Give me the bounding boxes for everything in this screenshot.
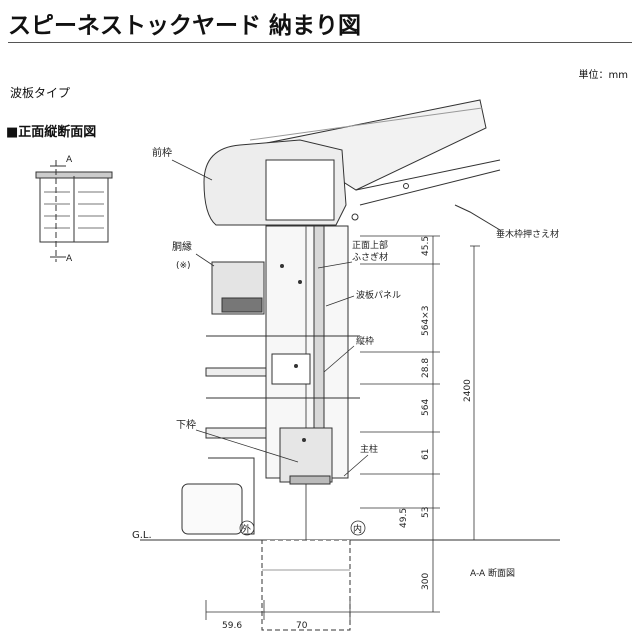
foundation [261, 539, 351, 631]
page-title: スピーネストックヤード 納まり図 [8, 13, 362, 39]
roof-ribs [249, 107, 483, 141]
rafter-clip-leader [454, 204, 501, 231]
label-lower-frame: 下枠 [176, 418, 196, 431]
screw-detail-2 [403, 183, 409, 189]
dim-2400: 2400 [463, 379, 473, 402]
keymap-marker-top: A [66, 155, 73, 165]
bolts [280, 264, 306, 442]
dimension-lines [205, 235, 480, 620]
leader-panel [325, 295, 355, 307]
rail-1-bar [205, 367, 267, 377]
dim-28-8: 28.8 [421, 358, 431, 378]
front-frame-inner [265, 159, 335, 221]
label-vertical-frame: 縦枠 [356, 335, 374, 347]
rafter-line [355, 159, 501, 191]
drain-elbow [181, 483, 243, 535]
dim-70: 70 [296, 621, 308, 631]
leader-vframe [323, 345, 355, 373]
label-front-frame: 前枠 [152, 146, 172, 159]
dim-300: 300 [421, 573, 431, 590]
label-rafter-clip: 垂木枠押さえ材 [496, 228, 559, 240]
label-note-mark: (※) [176, 261, 191, 271]
drain-pipe [208, 457, 255, 535]
leader-lower-frame [195, 429, 299, 463]
leader-body-edge [195, 253, 215, 267]
title-divider [8, 42, 632, 43]
dim-49-5: 49.5 [399, 508, 409, 528]
label-main-post: 主柱 [360, 443, 378, 455]
keymap [35, 160, 113, 262]
dim-45-5: 45.5 [421, 236, 431, 256]
label-outside: 外 [242, 523, 251, 535]
lower-frame-base [289, 475, 331, 485]
vertical-frame [271, 353, 311, 385]
label-corrugated-panel: 波板パネル [356, 289, 401, 301]
rail-2-bar [205, 427, 267, 439]
label-front-top-cover-2: ふさぎ材 [352, 251, 388, 263]
lower-frame [279, 427, 333, 483]
outside-mark [239, 520, 255, 536]
label-section-name: A-A 断面図 [470, 567, 515, 579]
leader-top-cover [317, 261, 353, 269]
dim-59-6: 59.6 [222, 621, 242, 631]
label-front-top-cover-1: 正面上部 [352, 239, 388, 251]
dim-53: 53 [421, 507, 431, 518]
inside-mark [350, 520, 366, 536]
label-gl: G.L. [132, 530, 152, 541]
unit-label: 単位：mm [578, 70, 628, 81]
section-heading: ■正面縦断面図 [6, 125, 97, 140]
section-drawing [140, 99, 560, 631]
type-subtitle: 波板タイプ [10, 86, 71, 100]
leaders [171, 159, 369, 477]
dim-61: 61 [421, 449, 431, 460]
keymap-marker-bottom: A [66, 254, 73, 264]
label-body-edge: 胴縁 [172, 240, 192, 253]
dim-564: 564 [421, 399, 431, 416]
dim-564x3: 564×3 [421, 306, 431, 336]
label-inside: 内 [353, 523, 362, 535]
body-edge-foot [221, 297, 263, 313]
screw-detail [351, 213, 359, 221]
rafter-bottom [359, 169, 501, 206]
leader-front-frame [171, 159, 213, 181]
leader-main-post [343, 454, 369, 477]
